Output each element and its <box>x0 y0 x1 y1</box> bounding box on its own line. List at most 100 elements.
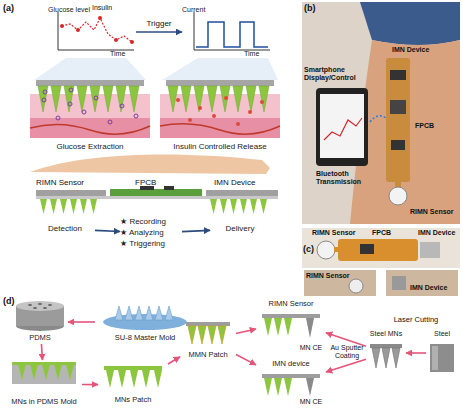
part-label: Smartphone Display/Control <box>304 66 374 82</box>
chip <box>164 186 174 190</box>
steel-bar <box>370 344 402 348</box>
microneedles <box>188 326 226 344</box>
blood-vessel <box>30 124 150 134</box>
projection-cone <box>34 58 146 80</box>
patch-base <box>186 322 230 326</box>
photo-background <box>304 270 376 296</box>
diagram-node: Detection <box>35 222 95 236</box>
diagram-node: ★ Recording★ Analyzing★ Triggering <box>120 216 182 250</box>
dermis-layer <box>160 118 280 138</box>
flow-arrow <box>182 230 210 231</box>
chip <box>390 70 406 80</box>
part-label: RIMN Sensor <box>36 178 96 187</box>
phone-graph <box>324 118 362 140</box>
part-label: FPCB <box>372 229 402 237</box>
node-text: SU-8 Master Mold <box>95 334 195 343</box>
part-label: MN CE <box>296 398 326 406</box>
node-text: Time <box>244 50 272 58</box>
node-text: Insulin Controlled Release <box>160 142 280 151</box>
sensor-plate <box>262 314 320 318</box>
part-label: IMN Device <box>214 178 274 187</box>
node-text: RIMN Sensor <box>256 300 326 309</box>
sleeve <box>360 2 460 45</box>
diagram-node: CurrentTime <box>182 6 272 58</box>
flow-arrow <box>41 344 42 360</box>
photo-background <box>386 270 458 296</box>
part-label: IMN Device <box>392 46 452 54</box>
insulin-molecules <box>176 96 264 126</box>
flow-arrow <box>236 329 256 334</box>
node-text: Detection <box>35 224 95 233</box>
microneedles <box>168 86 269 112</box>
fpcb-board <box>386 58 410 182</box>
phone-screen <box>320 94 364 158</box>
edge-label: Laser Cutting <box>386 316 446 325</box>
dermis-layer <box>30 118 150 138</box>
part-label: RIMN Sensor <box>312 229 362 237</box>
diagram-node: Delivery <box>210 222 270 236</box>
part-label: Au Sputter Coating <box>328 344 366 360</box>
part-label: Bluetooth Transmission <box>316 170 382 186</box>
flow-arrow <box>326 359 366 372</box>
node-text: Steel <box>426 330 458 338</box>
microneedles <box>40 199 267 214</box>
sensor-plate <box>36 190 106 196</box>
diagram-node: Glucose Extraction <box>30 70 150 154</box>
diagram-node: SU-8 Master Mold <box>95 300 195 344</box>
pdms-mold <box>12 364 76 384</box>
steel-highlight <box>432 346 438 370</box>
diagram-node: Glucose levelTime <box>48 6 136 58</box>
diagram-node: RIMN Sensor <box>256 300 326 342</box>
microneedles <box>264 318 292 336</box>
steel-needles <box>372 348 400 368</box>
part-label: FPCB <box>415 122 451 130</box>
diagram-node: PDMS <box>12 300 68 344</box>
device-plate <box>262 374 320 378</box>
flow-arrow <box>168 357 180 364</box>
device-plate <box>206 190 278 196</box>
chip <box>391 140 405 150</box>
node-text: MNs Patch <box>98 396 168 405</box>
rimn-sensor-photo <box>389 187 407 205</box>
flow-arrow <box>136 31 182 33</box>
panel-letter: (b) <box>304 3 326 13</box>
flow-arrow <box>95 230 120 231</box>
part-label: RIMN Sensor <box>410 208 460 216</box>
glucose-molecules <box>42 88 138 124</box>
flow-arrow <box>82 384 98 386</box>
part-label: Insulin <box>92 4 122 12</box>
panel-letter: (d) <box>3 296 25 306</box>
flow-arrow <box>236 355 256 365</box>
diagram-node: MMN Patch <box>180 318 236 362</box>
diagram-node: Insulin Controlled Release <box>160 70 280 154</box>
part-label: IMN Device <box>410 284 460 292</box>
microneedles <box>264 378 292 396</box>
imn-device-photo <box>420 242 440 258</box>
device-plate <box>166 80 274 86</box>
node-text: ★ Triggering <box>120 239 182 248</box>
part-label: FPCB <box>135 178 175 187</box>
panel-letter: (c) <box>303 244 323 254</box>
node-text: Steel MNs <box>366 330 406 338</box>
node-text: ★ Analyzing <box>120 228 182 237</box>
blood-vessel <box>160 124 280 134</box>
glucose-curve <box>62 18 132 42</box>
microneedles <box>18 364 74 380</box>
patch-base <box>104 366 162 370</box>
chart-axis <box>58 12 134 50</box>
bluetooth-signal <box>370 116 386 122</box>
edge-label: Trigger <box>139 19 179 28</box>
microneedles <box>106 370 162 388</box>
microneedles <box>38 86 139 112</box>
chip <box>390 100 406 114</box>
chart-axis <box>194 12 270 50</box>
panel-letter: (a) <box>3 3 25 13</box>
diagram-node: Steel <box>426 330 458 376</box>
diagram-node: MNs in PDMS Mold <box>6 360 82 408</box>
node-text: Delivery <box>210 224 270 233</box>
skin-layer <box>160 94 280 138</box>
part-label: IMN Device <box>418 229 462 237</box>
